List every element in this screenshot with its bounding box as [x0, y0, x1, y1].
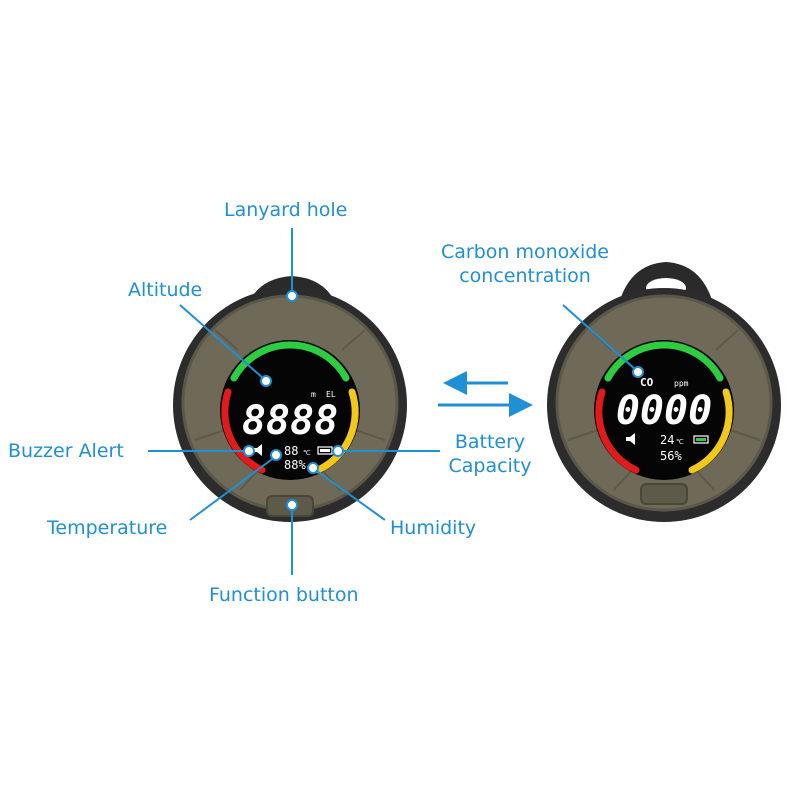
left-temp-unit: ℃: [303, 449, 311, 457]
label-battery-capacity: Battery Capacity: [440, 430, 540, 478]
label-function-button: Function button: [209, 584, 359, 606]
left-unit-m: m: [311, 390, 316, 399]
right-gas-label: CO: [640, 376, 654, 389]
speaker-icon: [626, 433, 635, 445]
label-temperature: Temperature: [47, 517, 168, 539]
label-co-concentration: Carbon monoxide concentration: [425, 240, 625, 288]
right-main-value: 0000: [616, 388, 712, 434]
right-temp-unit: ℃: [676, 438, 684, 446]
left-humidity-value: 88%: [284, 458, 306, 472]
right-device: CO ppm 0000 24 ℃ 56%: [547, 262, 781, 522]
label-humidity: Humidity: [390, 517, 477, 539]
label-co-line1: Carbon monoxide: [441, 241, 609, 263]
arrows: [438, 371, 533, 417]
right-temp-value: 24: [660, 433, 674, 447]
label-lanyard-hole: Lanyard hole: [224, 199, 348, 221]
callout-dots: [243, 290, 644, 511]
label-altitude: Altitude: [128, 279, 203, 301]
label-battery-line2: Capacity: [448, 455, 532, 477]
callout-lines: [148, 228, 637, 575]
speaker-icon: [253, 444, 262, 456]
battery-icon: [317, 446, 333, 455]
label-battery-line1: Battery: [454, 431, 526, 453]
left-main-value: 8888: [242, 398, 338, 444]
label-co-line2: concentration: [459, 265, 591, 287]
right-function-button[interactable]: [640, 483, 688, 505]
battery-icon: [693, 435, 709, 444]
left-device: m EL 8888 88 ℃ 88%: [173, 276, 407, 522]
right-unit-ppm: ppm: [674, 379, 689, 388]
left-temp-value: 88: [284, 444, 298, 458]
left-unit-el: EL: [326, 390, 336, 399]
label-buzzer-alert: Buzzer Alert: [8, 440, 124, 462]
right-humidity-value: 56%: [660, 449, 682, 463]
